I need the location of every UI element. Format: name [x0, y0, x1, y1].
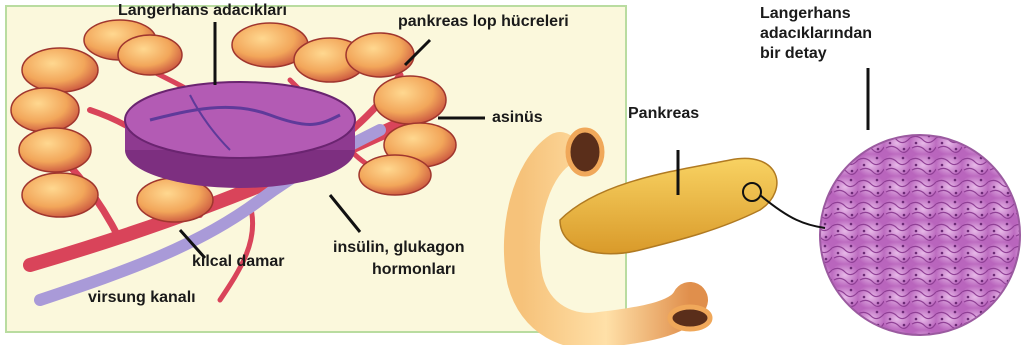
- label-acinus: asinüs: [492, 108, 543, 128]
- label-detail-line1: Langerhans: [760, 4, 851, 24]
- label-hormones-line2: hormonları: [372, 260, 456, 280]
- label-islets: Langerhans adacıkları: [118, 1, 287, 21]
- label-duct: virsung kanalı: [88, 288, 196, 308]
- label-lobe-cells: pankreas lop hücreleri: [398, 12, 569, 32]
- label-pancreas: Pankreas: [628, 104, 699, 124]
- islet-histology-detail: [820, 135, 1020, 335]
- islet-of-langerhans: [125, 82, 355, 188]
- label-hormones-line1: insülin, glukagon: [333, 238, 465, 258]
- label-capillary: kılcal damar: [192, 252, 285, 272]
- label-detail-line2: adacıklarından: [760, 24, 872, 44]
- label-detail-line3: bir detay: [760, 44, 827, 64]
